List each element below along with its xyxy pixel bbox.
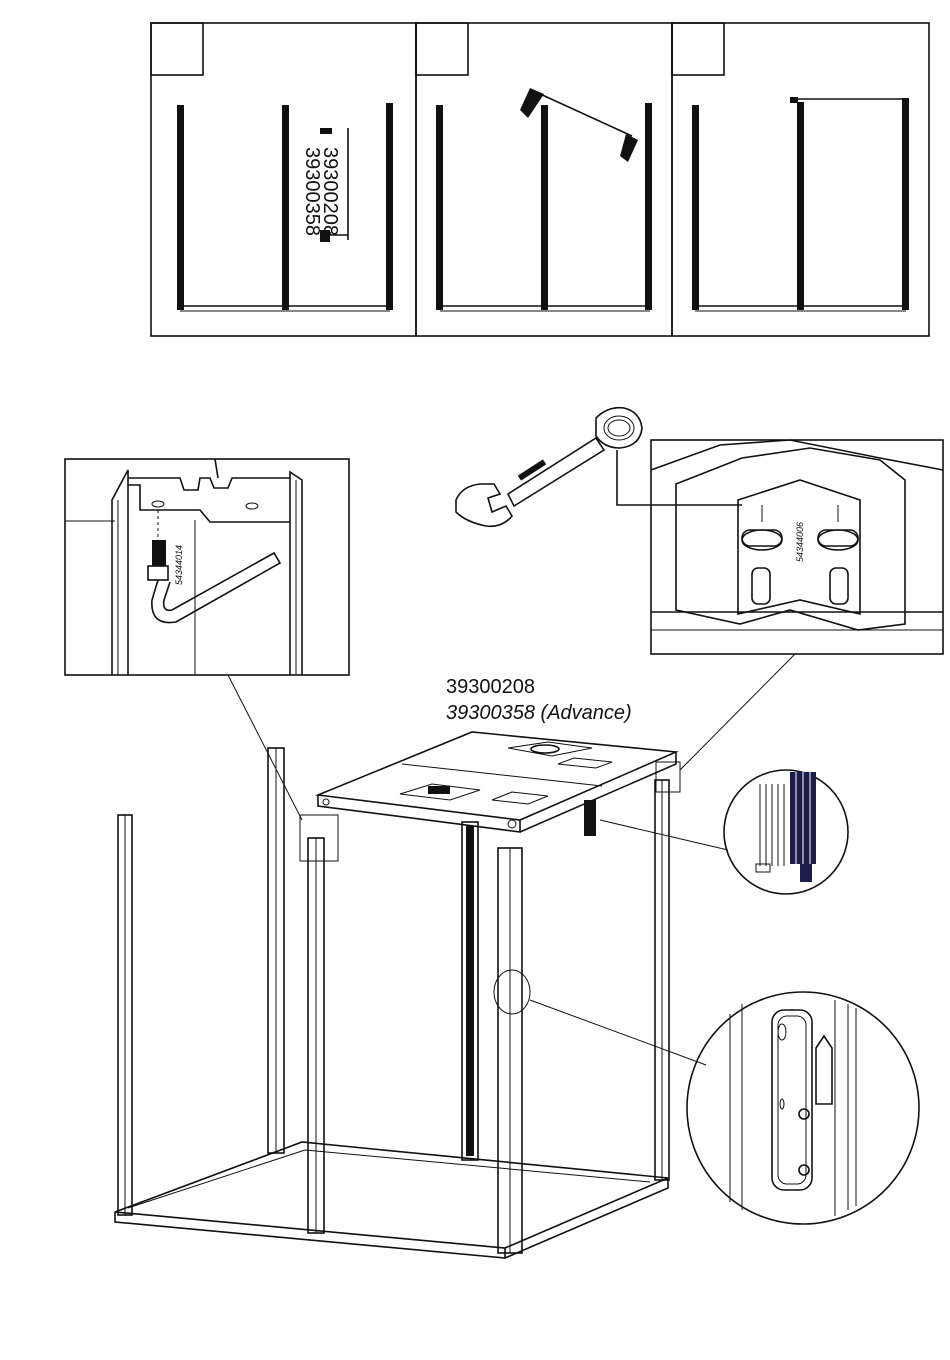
step1-part-numbers: 39300208 39300358 xyxy=(301,147,341,236)
detail-hinge xyxy=(687,992,919,1224)
step-panel-3 xyxy=(672,23,929,336)
step-number-box-3 xyxy=(672,23,724,75)
hex-key-part-number: 54344014 xyxy=(174,545,184,585)
step-panel-1: 39300208 39300358 xyxy=(151,23,416,336)
step-number-box-1 xyxy=(151,23,203,75)
detail-corner-bracket: 54344006 xyxy=(651,440,943,654)
step-number-box-2 xyxy=(416,23,468,75)
cabinet-frame xyxy=(115,654,795,1258)
step1-part-number-b: 39300358 xyxy=(301,147,323,236)
wrench-icon xyxy=(456,408,742,527)
detail-cables xyxy=(724,770,848,894)
main-part-number: 39300208 xyxy=(446,676,535,698)
main-part-number-advance: 39300358 (Advance) xyxy=(446,702,632,724)
corner-part-number: 54344006 xyxy=(795,522,805,562)
detail-hex-key: 54344014 xyxy=(65,459,349,675)
step-panel-2 xyxy=(416,23,672,336)
